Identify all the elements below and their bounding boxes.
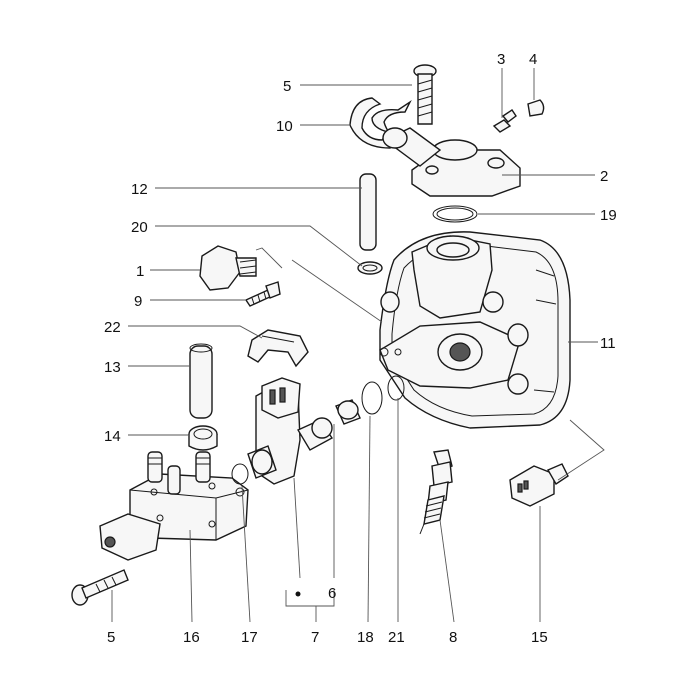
- o-ring-18-part: [361, 381, 383, 415]
- callout-4: 4: [529, 51, 537, 68]
- solenoid-valve-part: [247, 377, 334, 485]
- cap-part: [527, 99, 545, 117]
- cylinder-head-part: [379, 231, 571, 429]
- o-ring-17-part: [231, 463, 249, 485]
- callout-2: 2: [600, 168, 608, 185]
- callout-18: 18: [357, 629, 374, 646]
- callout-12: 12: [131, 181, 148, 198]
- nipple-part: [335, 399, 361, 425]
- manifold-part: [382, 127, 521, 197]
- hose-part: [359, 173, 377, 251]
- callout-16: 16: [183, 629, 200, 646]
- o-ring-19-part: [432, 205, 478, 223]
- callout-17: 17: [241, 629, 258, 646]
- callout-7: 7: [311, 629, 319, 646]
- callout-labels: 5 10 3 4 2 12 19 20 1 9 22 11 13 14 16 1…: [104, 51, 617, 646]
- callout-dot: [295, 591, 301, 597]
- callout-5-bottom: 5: [107, 629, 115, 646]
- screw-bottom-part: [71, 569, 129, 606]
- spark-plug-part: [419, 449, 453, 535]
- clamp-14-part: [188, 425, 218, 451]
- callout-5-top: 5: [283, 78, 291, 95]
- hose-13-part: [189, 343, 213, 419]
- callout-11: 11: [600, 335, 616, 352]
- callout-19: 19: [600, 207, 617, 224]
- small-screw-part: [492, 109, 517, 133]
- callout-20: 20: [131, 219, 148, 236]
- callout-15: 15: [531, 629, 548, 646]
- bracket-part: [247, 329, 309, 368]
- plug-part: [199, 245, 257, 291]
- callout-21: 21: [388, 629, 405, 646]
- o-ring-21-part: [387, 375, 405, 401]
- callout-10: 10: [276, 118, 293, 135]
- screw-9-part: [244, 281, 281, 307]
- callout-14: 14: [104, 428, 121, 445]
- callout-1: 1: [136, 263, 144, 280]
- sensor-part: [509, 463, 569, 507]
- callout-22: 22: [104, 319, 121, 336]
- callout-9: 9: [134, 293, 142, 310]
- hose-clamp-part: [357, 261, 383, 275]
- throttle-body-part: [99, 451, 249, 561]
- screw-top-part: [413, 64, 437, 125]
- callout-8: 8: [449, 629, 457, 646]
- callout-3: 3: [497, 51, 505, 68]
- callout-13: 13: [104, 359, 121, 376]
- callout-6: 6: [328, 585, 336, 602]
- leader-lines: [111, 68, 605, 623]
